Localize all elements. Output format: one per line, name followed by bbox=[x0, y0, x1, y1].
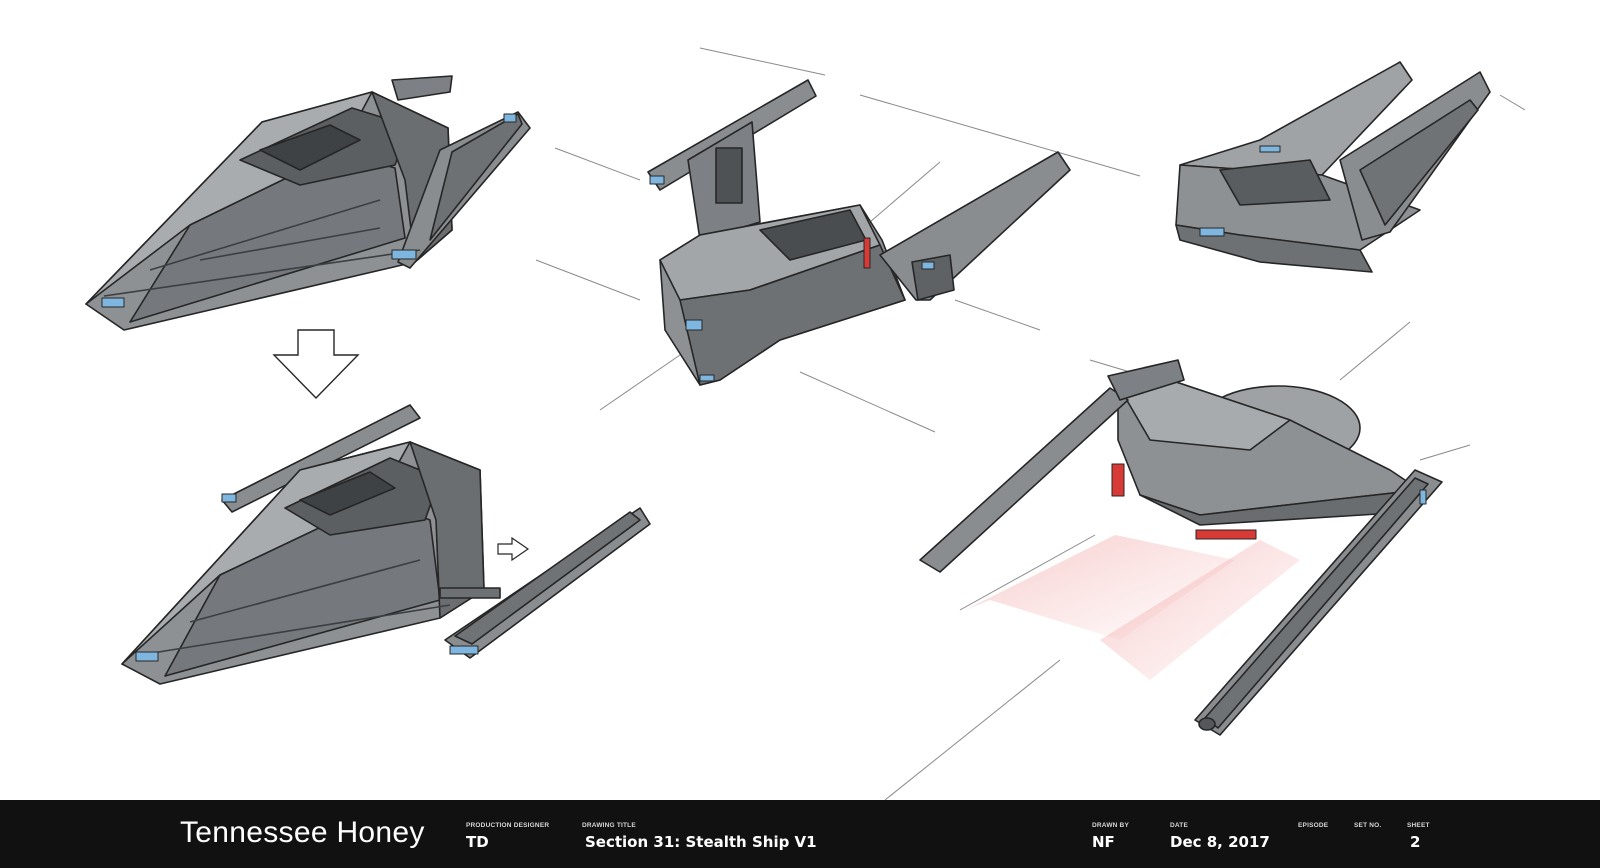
drawn-by-value: NF bbox=[1092, 833, 1115, 851]
drawing-title-block: Tennessee Honey PRODUCTION DESIGNER TD D… bbox=[0, 800, 1600, 868]
set-number-label: SET NO. bbox=[1354, 822, 1382, 829]
perspective-guide-lines bbox=[535, 47, 1526, 801]
production-designer-value: TD bbox=[466, 833, 489, 851]
drawn-by-label: DRAWN BY bbox=[1092, 822, 1129, 829]
episode-label: EPISODE bbox=[1298, 822, 1329, 829]
transform-arrow-right-icon bbox=[497, 536, 530, 562]
project-name: Tennessee Honey bbox=[180, 816, 425, 849]
concept-sketches bbox=[85, 47, 1526, 801]
drawing-title-label: DRAWING TITLE bbox=[582, 822, 636, 829]
date-value: Dec 8, 2017 bbox=[1170, 833, 1270, 851]
stealth-ship-sketch-3 bbox=[647, 79, 1071, 386]
concept-sketch-area bbox=[85, 47, 1526, 801]
stealth-ship-sketch-4 bbox=[1175, 61, 1491, 273]
date-label: DATE bbox=[1170, 822, 1189, 829]
stealth-ship-sketch-5 bbox=[919, 359, 1443, 736]
production-designer-label: PRODUCTION DESIGNER bbox=[466, 822, 550, 829]
sheet-number-value: 2 bbox=[1410, 833, 1421, 851]
stealth-ship-sketch-1 bbox=[85, 75, 531, 331]
stealth-ship-sketch-2 bbox=[121, 404, 651, 685]
drawing-title-value: Section 31: Stealth Ship V1 bbox=[585, 833, 817, 851]
transform-arrow-down-icon bbox=[272, 329, 360, 400]
sheet-number-label: SHEET bbox=[1407, 822, 1430, 829]
